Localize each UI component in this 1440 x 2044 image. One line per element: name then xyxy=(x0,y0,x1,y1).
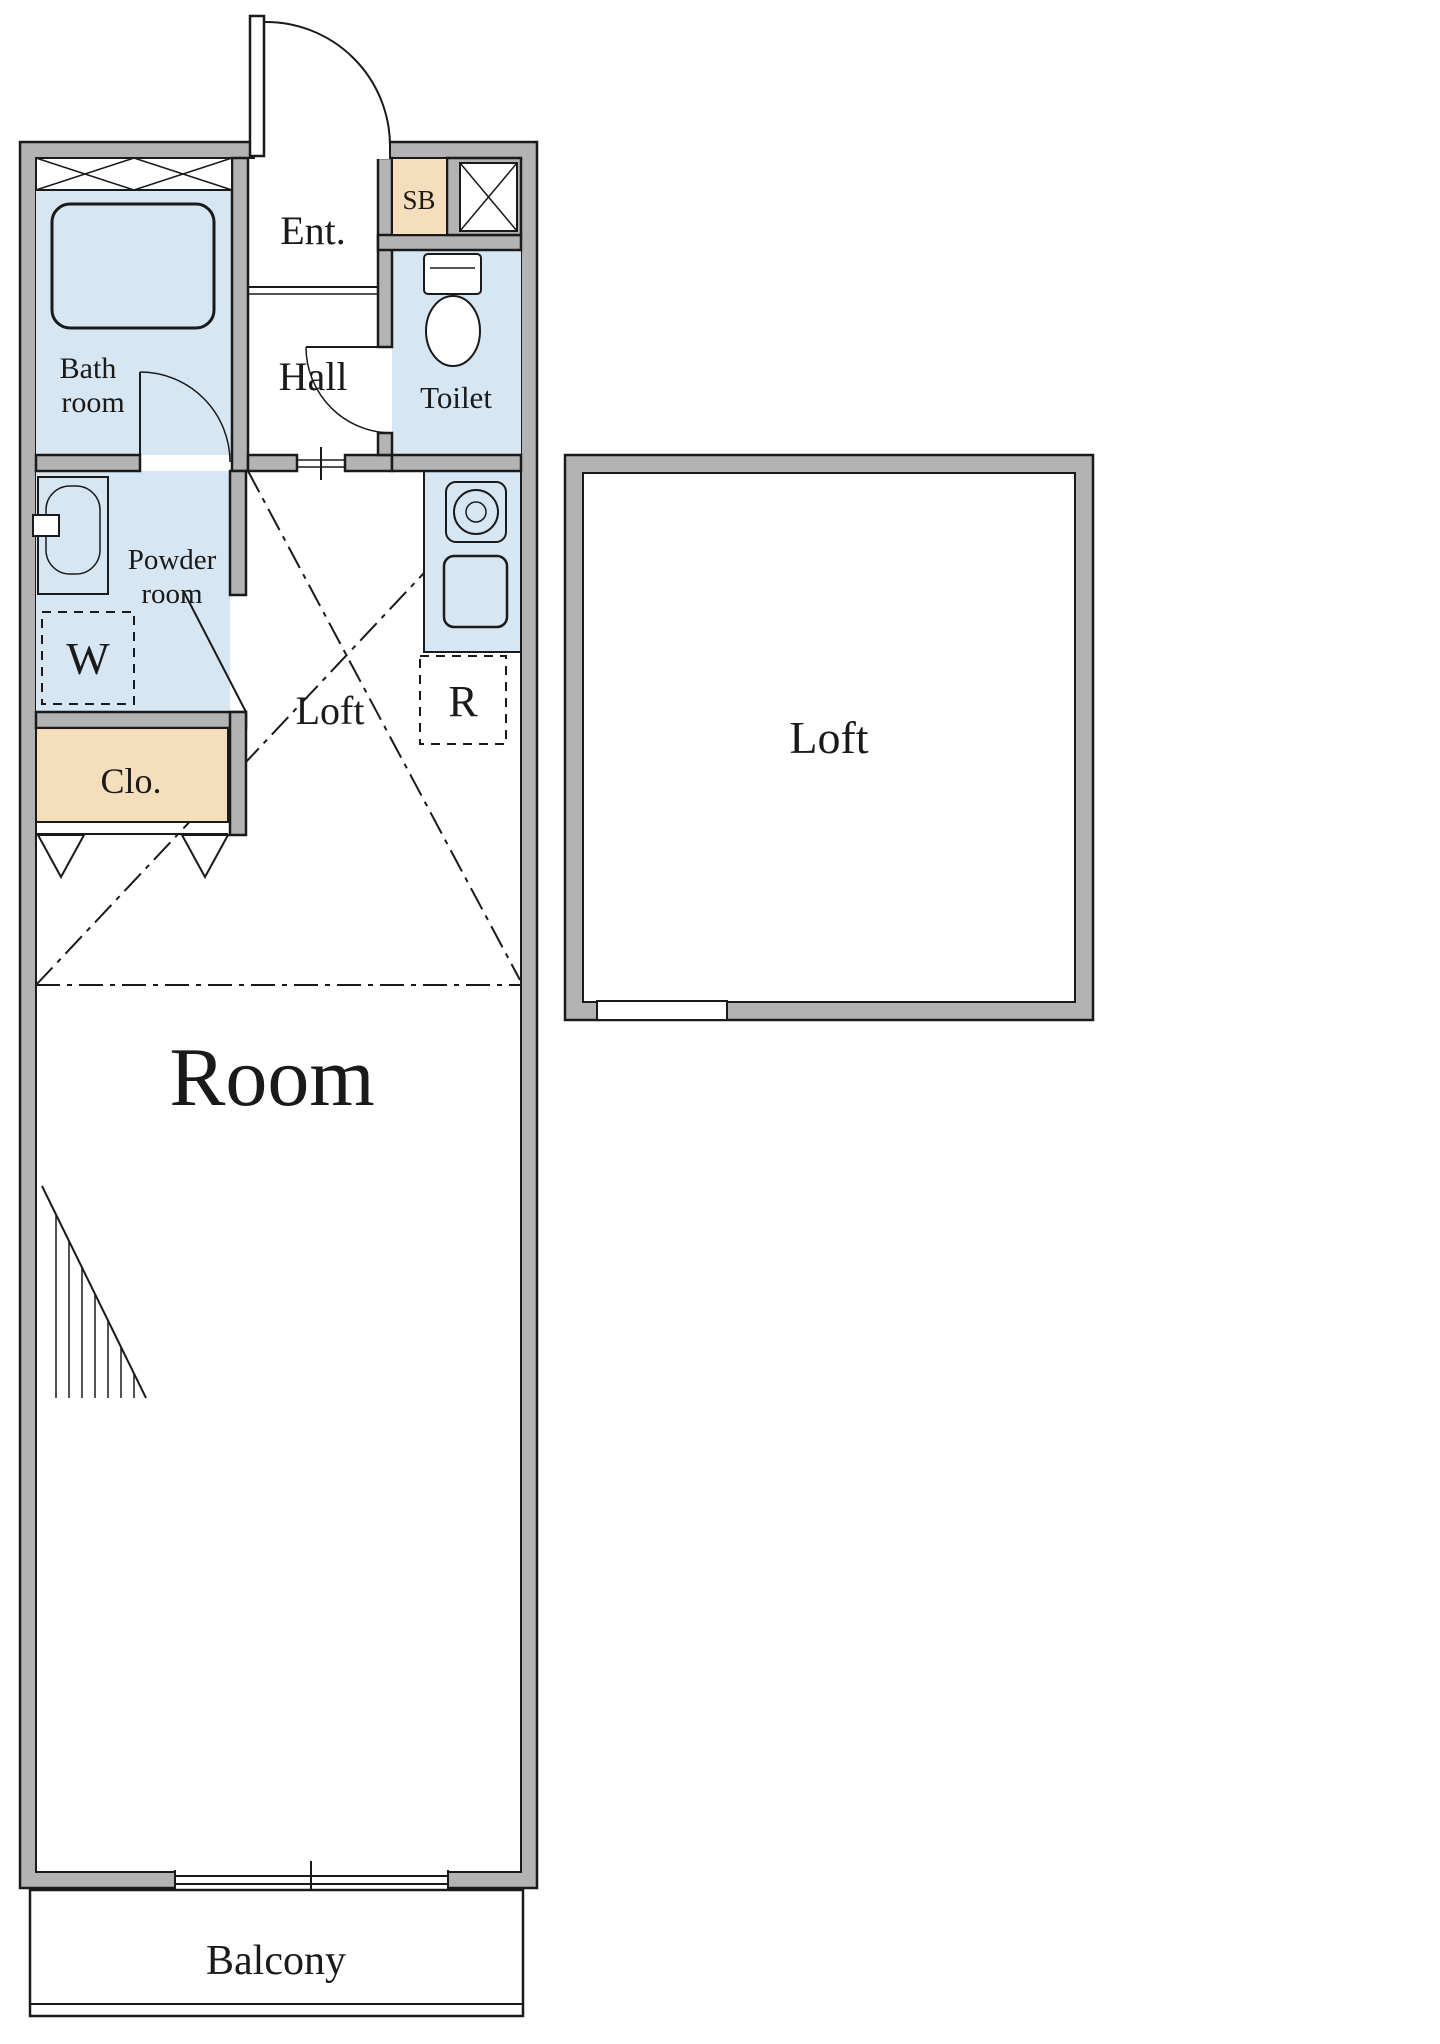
storage-crossed-box xyxy=(35,157,233,191)
label-bathroom-1: Bath xyxy=(60,352,117,385)
bathtub xyxy=(50,202,216,330)
label-balcony: Balcony xyxy=(206,1938,346,1984)
toilet-fixture xyxy=(423,253,482,367)
shoe-box xyxy=(391,157,448,236)
closet xyxy=(35,727,229,823)
washbasin xyxy=(32,476,109,595)
burner-plate xyxy=(445,481,507,543)
washer-space xyxy=(41,611,135,705)
label-powder-2: room xyxy=(141,578,203,610)
loft-floor-plan: Loft xyxy=(563,453,1095,1022)
toilet-door-swing-arc xyxy=(305,346,393,434)
label-fridge: R xyxy=(448,677,478,726)
label-toilet: Toilet xyxy=(420,380,492,415)
crossed-box-line xyxy=(133,157,233,191)
wall-hall-left xyxy=(246,453,299,473)
entrance-door xyxy=(248,14,391,159)
meter-box xyxy=(459,162,518,232)
wall-toilet-kitchen xyxy=(390,453,523,473)
closet-door-mark-left xyxy=(36,834,86,880)
crossed-box-line xyxy=(35,157,135,191)
wall-closet-right xyxy=(228,710,248,837)
label-washer: W xyxy=(66,633,110,684)
label-closet: Clo. xyxy=(100,761,161,801)
fridge-space xyxy=(419,655,507,745)
powder-door-leaf xyxy=(183,591,247,713)
wall-powder-closet xyxy=(34,710,248,730)
entrance-door-swing-arc xyxy=(263,20,391,147)
wall-hall-right xyxy=(343,453,394,473)
label-bathroom-2: room xyxy=(61,386,124,419)
balcony: Balcony xyxy=(28,1888,525,2018)
balcony-window xyxy=(174,1861,449,1899)
wall-ent-toilet-lower xyxy=(376,431,394,457)
toilet-bowl xyxy=(425,295,481,367)
wall-bath-powder xyxy=(34,453,142,473)
loft-boundary-diagonal-2 xyxy=(35,470,521,986)
label-shoe-box: SB xyxy=(402,185,435,215)
loft-boundary-lines xyxy=(35,470,521,986)
closet-door-mark-right xyxy=(180,834,230,880)
meter-box-line xyxy=(459,162,518,232)
wall-powder-right xyxy=(228,469,248,597)
balcony-outline xyxy=(28,1888,525,2018)
main-unit-plan: Ent. SB Bath room Hall Toilet Powder roo… xyxy=(18,14,539,1899)
wall-bath-hall xyxy=(230,156,250,473)
entrance-opening xyxy=(254,140,390,159)
ladder-diagonal xyxy=(41,1185,147,1399)
toilet-tank xyxy=(423,253,482,295)
loft-boundary-diagonal-1 xyxy=(247,470,521,981)
loft-access-opening xyxy=(596,1000,728,1021)
burner-ring-outer xyxy=(453,489,499,535)
bathroom-area xyxy=(36,190,232,455)
loft-ladder-hatch xyxy=(41,1185,147,1399)
label-room: Room xyxy=(169,1031,374,1124)
label-powder-1: Powder xyxy=(128,544,217,576)
crossed-box-frame xyxy=(35,157,233,191)
bath-door-swing-arc xyxy=(139,371,231,463)
label-loft-under: Loft xyxy=(296,688,365,733)
wall-sb-toilet xyxy=(376,233,523,252)
washbasin-faucet xyxy=(32,514,60,537)
loft-interior-floor xyxy=(582,472,1076,1003)
label-entrance: Ent. xyxy=(280,208,346,253)
wall-ent-toilet-upper xyxy=(376,156,394,349)
burner-ring-inner xyxy=(465,501,487,523)
hall-threshold xyxy=(297,447,345,480)
kitchen-sink xyxy=(442,554,509,629)
entrance-door-leaf xyxy=(248,14,266,158)
label-hall: Hall xyxy=(279,354,348,399)
label-loft-plan: Loft xyxy=(789,712,868,763)
kitchen-fixtures xyxy=(442,481,509,629)
